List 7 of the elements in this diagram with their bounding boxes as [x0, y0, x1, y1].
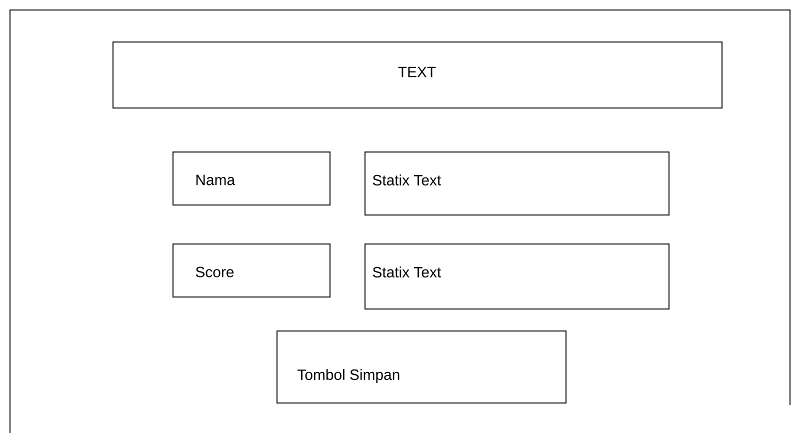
text-box: Nama — [172, 152, 330, 206]
text-box: Tombol Simpan — [276, 330, 566, 404]
text-box: Statix Text — [364, 244, 670, 310]
text-box: Statix Text — [364, 152, 670, 216]
text-box: TEXT — [112, 42, 722, 108]
frame-outline — [10, 10, 790, 433]
text-box: Score — [172, 244, 330, 298]
